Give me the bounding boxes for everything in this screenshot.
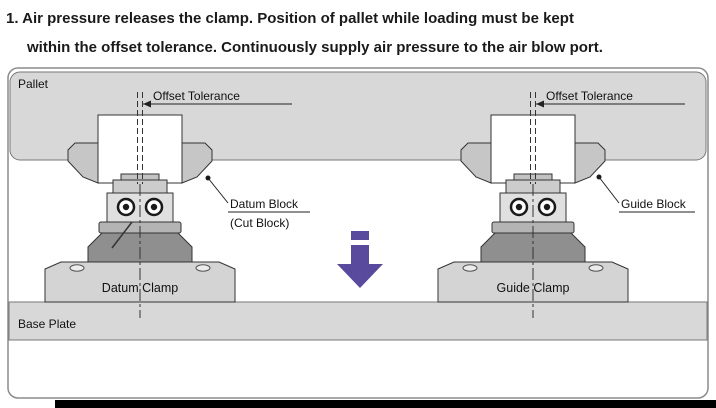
down-arrow-body — [351, 245, 369, 264]
bolt-icon — [195, 264, 211, 272]
down-arrow-icon — [337, 231, 383, 288]
base-plate-label: Base Plate — [18, 317, 76, 331]
instruction-line-1: 1. Air pressure releases the clamp. Posi… — [6, 10, 574, 27]
datum-clamp-assembly: Datum Clamp Offset Tolerance Datum Block… — [44, 89, 310, 318]
offset-tolerance-label: Offset Tolerance — [153, 89, 240, 103]
instruction-line-2: within the offset tolerance. Continuousl… — [27, 39, 603, 57]
guide-block-label: Guide Block — [621, 197, 687, 211]
port-center-icon — [150, 203, 158, 211]
datum-block-sublabel: (Cut Block) — [230, 216, 289, 230]
datum-clamp-label: Datum Clamp — [102, 281, 178, 295]
down-arrow-dash — [351, 231, 369, 240]
bolt-icon — [69, 264, 85, 272]
datum-block-body — [97, 114, 183, 184]
leader-arrow-icon — [536, 100, 544, 108]
clamp-base — [437, 261, 629, 303]
bolt-icon — [588, 264, 604, 272]
offset-tolerance-label: Offset Tolerance — [546, 89, 633, 103]
cut-mark — [111, 221, 133, 249]
guide-clamp-label: Guide Clamp — [497, 281, 570, 295]
bolt-icon — [462, 264, 478, 272]
port-center-icon — [543, 203, 551, 211]
base-plate-bar — [8, 301, 708, 341]
port-center-icon — [122, 203, 130, 211]
guide-clamp-assembly: Guide Clamp Offset Tolerance Guide Block — [437, 89, 695, 318]
datum-block-label: Datum Block — [230, 197, 299, 211]
clamp-diagram: Pallet Base Plate — [7, 67, 716, 408]
pallet-label: Pallet — [18, 77, 49, 91]
leader-arrow-icon — [143, 100, 151, 108]
down-arrow-head — [337, 264, 383, 288]
block-leader-line — [207, 177, 229, 204]
block-leader-line — [598, 176, 620, 204]
guide-block-body — [490, 114, 576, 184]
bottom-bar — [55, 400, 716, 408]
instruction-text: 1. Air pressure releases the clamp. Posi… — [6, 4, 710, 63]
clamp-base — [44, 261, 236, 303]
port-center-icon — [515, 203, 523, 211]
